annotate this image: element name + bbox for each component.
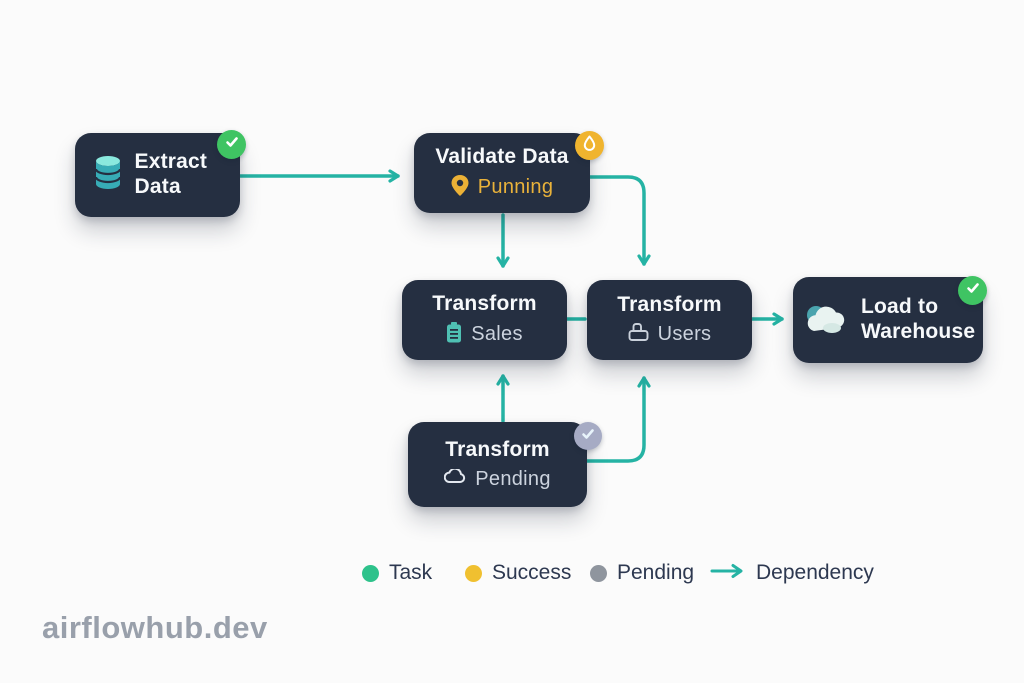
pending-dot-swatch — [590, 564, 607, 582]
task-title: Transform — [432, 292, 537, 316]
status-badge-running — [575, 131, 604, 160]
task-node-transform-sales[interactable]: Transform Sales — [402, 280, 567, 360]
legend-label: Success — [492, 561, 572, 584]
legend-item-dependency: Dependency — [710, 561, 874, 585]
task-status-label: Sales — [471, 323, 523, 346]
status-badge-success — [217, 130, 246, 159]
task-node-transform-users[interactable]: Transform Users — [587, 280, 752, 360]
task-node-transform-pending[interactable]: Transform Pending — [408, 422, 602, 507]
status-badge-pending — [574, 422, 602, 450]
task-title: Transform — [617, 292, 722, 316]
task-status-label: Users — [657, 323, 712, 346]
task-title: Load to Warehouse — [861, 295, 976, 343]
cloud-icon — [803, 303, 849, 338]
check-icon — [224, 134, 240, 155]
success-dot-swatch — [465, 564, 482, 582]
database-icon — [93, 155, 123, 196]
check-icon — [965, 280, 981, 301]
task-node-validate-data[interactable]: Validate Data Punning — [414, 131, 604, 213]
status-badge-success — [958, 276, 987, 305]
cloud-outline-icon — [444, 468, 466, 489]
edge-pending-to-users — [585, 376, 651, 463]
receipt-icon — [446, 321, 462, 348]
dependency-arrow-icon — [710, 561, 746, 585]
check-icon — [580, 426, 596, 447]
task-node-extract-data[interactable]: Extract Data — [75, 130, 246, 217]
pin-icon — [451, 174, 469, 201]
task-status-label: Pending — [475, 467, 551, 490]
brand-wordmark: airflowhub.dev — [42, 610, 268, 645]
legend-label: Task — [389, 561, 433, 584]
task-title: Extract Data — [134, 150, 208, 198]
legend-label: Pending — [617, 561, 695, 584]
legend-label: Dependency — [756, 561, 874, 584]
legend-item-pending: Pending — [590, 561, 694, 585]
legend-item-task: Task — [362, 561, 432, 585]
task-title: Transform — [445, 438, 550, 462]
task-dot-swatch — [362, 564, 379, 582]
edge-validate-to-users — [588, 175, 651, 266]
droplet-icon — [582, 135, 597, 157]
task-status-label: Punning — [477, 176, 554, 199]
printer-icon — [628, 322, 649, 347]
legend-item-success: Success — [465, 561, 571, 585]
task-title: Validate Data — [435, 145, 569, 169]
task-node-load-to-warehouse[interactable]: Load to Warehouse — [793, 276, 987, 363]
